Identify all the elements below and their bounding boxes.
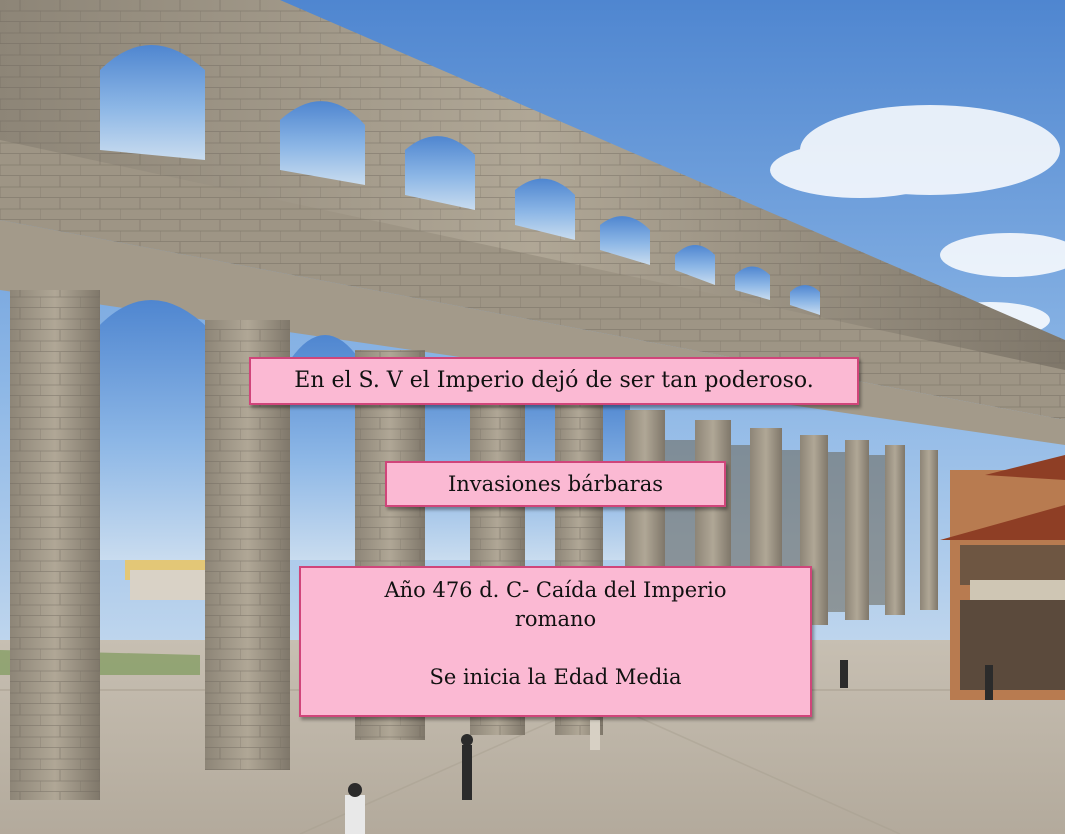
caption-empire-decline: En el S. V el Imperio dejó de ser tan po… xyxy=(249,357,859,405)
caption-barbarian-invasions: Invasiones bárbaras xyxy=(385,461,726,507)
caption-fall-line-1: Año 476 d. C- Caída del Imperio xyxy=(384,578,727,602)
people xyxy=(345,660,993,834)
caption-barbarian-invasions-text: Invasiones bárbaras xyxy=(447,472,664,496)
upper-arch-openings xyxy=(100,45,820,315)
caption-fall-line-2: romano xyxy=(514,607,597,631)
caption-empire-decline-text: En el S. V el Imperio dejó de ser tan po… xyxy=(294,368,814,393)
caption-spacer xyxy=(301,634,810,663)
caption-fall-of-rome: Año 476 d. C- Caída del Imperio romano S… xyxy=(299,566,812,717)
building-right xyxy=(940,455,1065,700)
caption-fall-line-3: Se inicia la Edad Media xyxy=(429,665,682,689)
